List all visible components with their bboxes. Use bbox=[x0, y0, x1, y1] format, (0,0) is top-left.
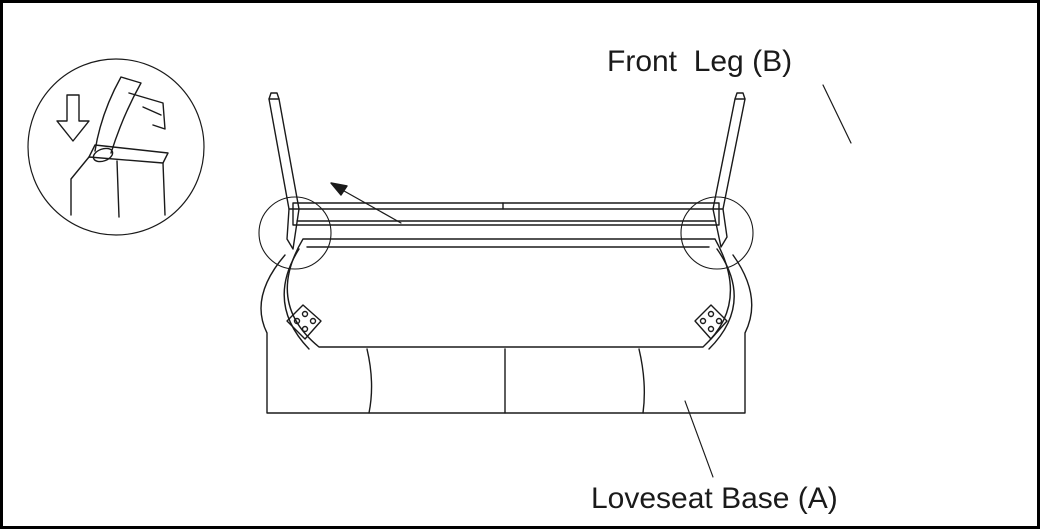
assembly-illustration bbox=[27, 58, 852, 478]
insertion-arrow bbox=[330, 182, 402, 224]
front-leg-label: Front Leg (B) bbox=[607, 45, 793, 78]
loveseat-base-label: Loveseat Base (A) bbox=[591, 482, 838, 515]
push-leg-down-icon bbox=[27, 58, 205, 236]
loveseat-base-leader bbox=[684, 400, 714, 478]
front-rail bbox=[292, 202, 720, 226]
loveseat-base bbox=[260, 238, 753, 414]
corner-block-left bbox=[286, 304, 322, 340]
left-leg-detail-circle bbox=[258, 196, 332, 270]
corner-block-right bbox=[694, 304, 728, 340]
down-arrow-icon bbox=[56, 94, 90, 142]
front-leg-right bbox=[712, 92, 746, 248]
front-leg-leader bbox=[822, 84, 852, 144]
right-leg-detail-circle bbox=[680, 196, 754, 270]
